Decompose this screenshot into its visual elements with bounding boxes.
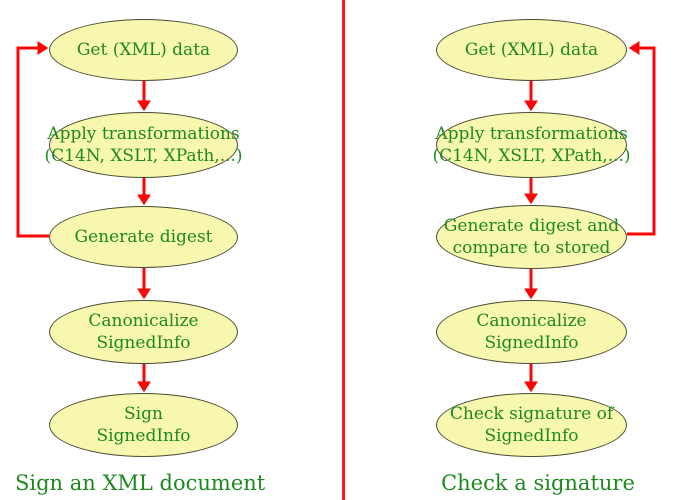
arrow-right-loop-digest-to-getdata: [627, 41, 656, 236]
node-right-check-signature: Check signature of SignedInfo: [436, 393, 627, 457]
node-label-line: (C14N, XSLT, XPath,...): [432, 146, 631, 166]
node-label-line: Canonicalize: [88, 311, 199, 331]
node-right-apply-transformations: Apply transformations (C14N, XSLT, XPath…: [432, 112, 631, 178]
caption-check-flow: Check a signature: [441, 471, 635, 495]
node-left-canonicalize-signedinfo: Canonicalize SignedInfo: [49, 300, 238, 364]
arrow-left-loop-digest-to-getdata: [16, 41, 49, 238]
node-label-line: Get (XML) data: [464, 40, 599, 60]
node-label-line: (C14N, XSLT, XPath,...): [44, 146, 243, 166]
node-right-canonicalize-signedinfo: Canonicalize SignedInfo: [436, 300, 627, 364]
node-left-apply-transformations: Apply transformations (C14N, XSLT, XPath…: [44, 112, 243, 178]
caption-sign-flow: Sign an XML document: [15, 471, 266, 495]
node-label-line: SignedInfo: [96, 333, 191, 353]
column-divider-line: [342, 0, 345, 500]
node-label-line: Check signature of: [449, 404, 614, 424]
node-label-line: Apply transformations: [435, 124, 628, 144]
node-label-line: SignedInfo: [96, 426, 191, 446]
node-left-get-xml-data: Get (XML) data: [49, 19, 238, 81]
node-right-generate-digest-compare: Generate digest and compare to stored: [436, 205, 627, 269]
node-label-line: Get (XML) data: [76, 40, 211, 60]
node-label-line: Canonicalize: [476, 311, 587, 331]
node-label-line: SignedInfo: [484, 426, 579, 446]
node-label-line: Generate digest and: [443, 216, 620, 236]
node-left-generate-digest: Generate digest: [49, 206, 238, 268]
node-label-line: SignedInfo: [484, 333, 579, 353]
node-right-get-xml-data: Get (XML) data: [436, 19, 627, 81]
node-label-line: Generate digest: [74, 227, 213, 247]
node-label-line: compare to stored: [452, 238, 611, 258]
node-label-line: Apply transformations: [47, 124, 240, 144]
node-label-line: Sign: [124, 404, 163, 424]
node-left-sign-signedinfo: Sign SignedInfo: [49, 393, 238, 457]
